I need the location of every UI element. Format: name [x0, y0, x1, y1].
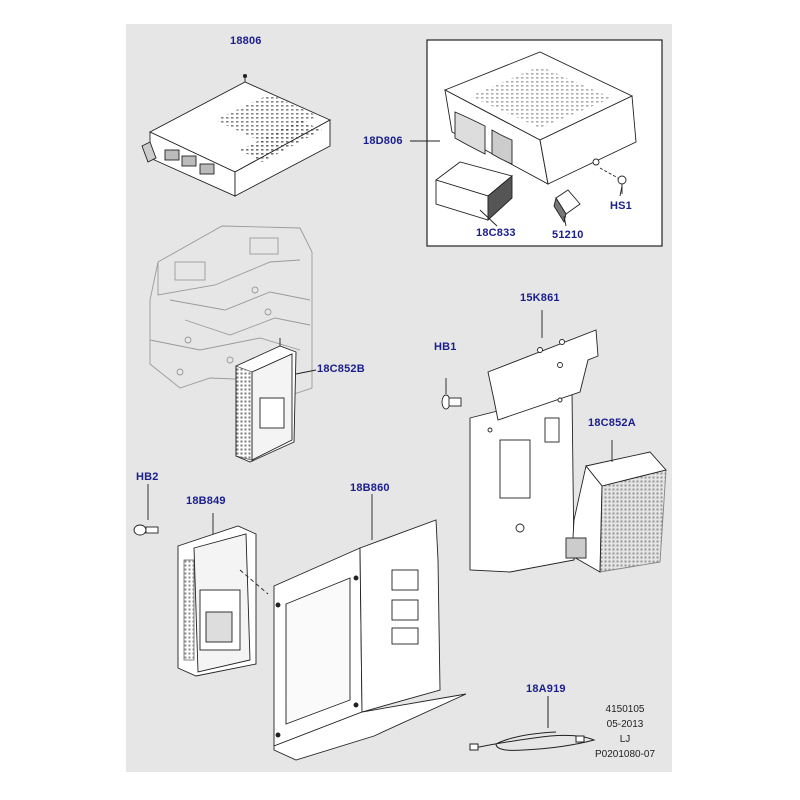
reference-code: LJ [619, 734, 631, 745]
part-18B860-tray [273, 494, 467, 761]
part-HS1-screw [599, 167, 627, 194]
part-18C833-magazine [435, 161, 513, 222]
callout-18D806: 18D806 [363, 135, 403, 147]
part-51210-clip [553, 189, 581, 224]
part-18D806-changer [443, 51, 637, 185]
callout-18A919: 18A919 [526, 683, 566, 695]
part-15K861-bracket [469, 310, 599, 573]
callout-18C852B: 18C852B [317, 363, 365, 375]
callout-18806: 18806 [230, 35, 262, 47]
callout-HB1: HB1 [434, 341, 457, 353]
callout-18C852A: 18C852A [588, 417, 636, 429]
leader-lines [295, 140, 623, 375]
part-18C852B-module [235, 338, 297, 463]
callout-15K861: 15K861 [520, 292, 560, 304]
part-18B849-unit [177, 513, 269, 677]
callout-HB2: HB2 [136, 471, 159, 483]
callout-18B849: 18B849 [186, 495, 226, 507]
part-18806-module [141, 73, 332, 197]
callout-18C833: 18C833 [476, 227, 516, 239]
part-HB1-bolt [441, 378, 462, 410]
reference-number: 4150105 [605, 704, 645, 715]
callout-18B860: 18B860 [350, 482, 390, 494]
part-HB2-screw [133, 484, 159, 536]
callout-51210: 51210 [552, 229, 584, 241]
reference-drawing-id: P0201080-07 [594, 749, 656, 760]
callout-HS1: HS1 [610, 200, 632, 212]
part-18C852A-module [565, 440, 667, 573]
reference-date: 05-2013 [606, 719, 644, 730]
part-18A919-cable [469, 696, 596, 751]
